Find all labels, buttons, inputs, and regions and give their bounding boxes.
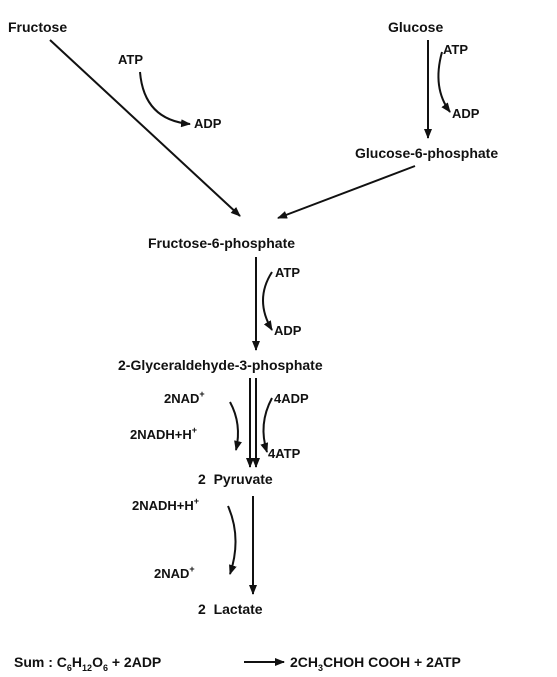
glucose-label: Glucose xyxy=(388,19,443,35)
fructose-to-f6p-arrow xyxy=(49,39,241,217)
nad-nadh-curve xyxy=(229,401,242,451)
nadh-nad-curve xyxy=(227,505,237,575)
fructose-6-phosphate-label: Fructose-6-phosphate xyxy=(148,235,295,251)
nad-out-label: 2NAD+ xyxy=(154,564,195,581)
f6p-atp-adp-curve xyxy=(262,271,273,331)
adp-glucose-label: ADP xyxy=(452,106,480,121)
atp-glucose-label: ATP xyxy=(443,42,468,57)
fructose-atp-adp-curve xyxy=(139,71,191,128)
glucose-6-phosphate-label: Glucose-6-phosphate xyxy=(355,145,498,161)
atp-4-label: 4ATP xyxy=(268,446,301,461)
adp-f6p-label: ADP xyxy=(274,323,302,338)
sum-equation-products: 2CH3CHOH COOH + 2ATP xyxy=(290,654,461,673)
sum-equation-reactants: Sum : C6H12O6 + 2ADP xyxy=(14,654,161,673)
nadh-in-label: 2NADH+H+ xyxy=(132,496,199,513)
atp-f6p-label: ATP xyxy=(275,265,300,280)
lactate-label: 2 Lactate xyxy=(198,601,263,617)
glucose-atp-adp-curve xyxy=(437,51,451,113)
nadh-out-label: 2NADH+H+ xyxy=(130,425,197,442)
adp-fructose-label: ADP xyxy=(194,116,222,131)
adp-4-label: 4ADP xyxy=(274,391,309,406)
nad-in-label: 2NAD+ xyxy=(164,389,205,406)
glyceraldehyde-3-phosphate-label: 2-Glyceraldehyde-3-phosphate xyxy=(118,357,323,373)
g6p-to-f6p-arrow xyxy=(277,165,416,219)
adp-atp-4-curve xyxy=(260,397,273,453)
pyruvate-label: 2 Pyruvate xyxy=(198,471,273,487)
atp-fructose-label: ATP xyxy=(118,52,143,67)
fructose-label: Fructose xyxy=(8,19,67,35)
